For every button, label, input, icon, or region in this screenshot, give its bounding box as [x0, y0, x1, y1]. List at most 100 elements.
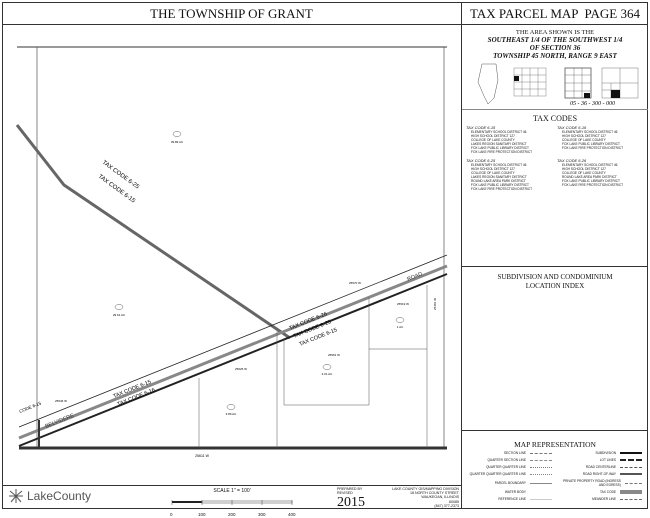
tax-district: HIGH SCHOOL DISTRICT 127 — [562, 134, 606, 138]
legend-label: ROAD CENTERLINE — [585, 465, 616, 469]
legend-label: ROAD RIGHT-OF-WAY — [582, 472, 616, 476]
legend-item: SECTION LINE — [468, 451, 552, 455]
address-label: 25546 W — [55, 399, 67, 403]
legend-label: PRIVATE PROPERTY ROAD (INGRESS AND EGRES… — [562, 479, 621, 487]
legend-label: WATER BODY — [504, 490, 526, 494]
legend-line-sample — [620, 473, 642, 475]
legend-line-sample — [624, 482, 642, 484]
tax-code-name: TAX CODE 6-25 — [466, 158, 496, 163]
locator-panel: THE AREA SHOWN IS THE SOUTHEAST 1/4 OF T… — [462, 25, 648, 110]
legend-title: MAP REPRESENTATION — [514, 440, 596, 449]
legend-line-sample — [620, 466, 642, 468]
legend-line-sample — [530, 482, 552, 484]
tax-district: COLLEGE OF LAKE COUNTY — [562, 138, 606, 142]
scale-tick: 200 — [228, 512, 236, 517]
page-frame — [2, 2, 648, 509]
tax-district: COLLEGE OF LAKE COUNTY — [562, 171, 606, 175]
legend-label: QUARTER SECTION LINE — [487, 458, 526, 462]
road-name: ROAD — [407, 271, 424, 283]
township-title: THE TOWNSHIP OF GRANT — [2, 2, 462, 25]
tax-district: ELEMENTARY SCHOOL DISTRICT 46 — [471, 130, 527, 134]
tax-district: COLLEGE OF LAKE COUNTY — [471, 171, 515, 175]
tax-code-name: TAX CODE 6-26 — [557, 158, 587, 163]
legend-line-sample — [620, 452, 642, 454]
revised-label: REVISED — [337, 491, 353, 496]
scale-graphic — [171, 500, 293, 505]
parcel-line — [283, 298, 370, 406]
prepared-by-block: PREPARED BY 2015 REVISED LAKE COUNTY GIS… — [337, 487, 459, 509]
pin-marker — [172, 131, 182, 137]
tax-district: ELEMENTARY SCHOOL DISTRICT 46 — [562, 130, 618, 134]
tax-code-label: TAX CODE 6-25 — [101, 160, 141, 191]
address-line: LAKE COUNTY GIS/MAPPING DIVISION — [392, 487, 459, 491]
tax-district: FOX LAKE FIRE PROTECTION DISTRICT — [471, 150, 533, 154]
legend-item: REFERENCE LINE — [468, 497, 552, 501]
legend-item: PARCEL BOUNDARY — [468, 479, 552, 487]
road-name: BELVIDERE — [45, 413, 76, 430]
address-label: 25625 W — [235, 367, 247, 371]
legend-line-sample — [530, 498, 552, 500]
tax-district: COLLEGE OF LAKE COUNTY — [471, 138, 515, 142]
map-title-bar: TAX PARCEL MAP PAGE 364 — [462, 2, 648, 25]
scale-label: SCALE 1" = 100' — [213, 488, 251, 494]
legend-item: TAX CODE — [558, 490, 642, 494]
legend-label: PARCEL BOUNDARY — [494, 481, 526, 485]
legend-label: QUARTER QUARTER LINE — [486, 465, 526, 469]
legend-label: MEANDER LINE — [592, 497, 616, 501]
revision-year: 2015 — [337, 494, 365, 510]
logo-icon — [9, 489, 23, 503]
legend-line-sample — [530, 459, 552, 461]
legend-label: LOT LINES — [599, 458, 616, 462]
tax-district: HIGH SCHOOL DISTRICT 127 — [471, 134, 515, 138]
area-township: TOWNSHIP 45 NORTH, RANGE 9 EAST — [493, 52, 617, 60]
acreage-label: 3.86 AC — [226, 412, 238, 416]
legend-label: SECTION LINE — [503, 451, 526, 455]
tax-code-boundary — [15, 124, 291, 340]
acreage-label: 1 AC — [397, 325, 404, 329]
parcel-map[interactable]: 39.89 AC 29.61 AC 4.01 AC 3.86 AC 1 AC T… — [2, 25, 462, 485]
legend-line-sample — [620, 498, 642, 500]
pin-number: 05 - 36 - 300 - 000 — [570, 101, 615, 107]
pin-marker — [322, 364, 332, 370]
township-grid — [513, 67, 547, 97]
legend-line-sample — [620, 459, 642, 461]
address-label: 25481 W — [433, 298, 437, 310]
subdivision-subtitle: LOCATION INDEX — [525, 282, 585, 290]
address-line: 18 NORTH COUNTY STREET — [410, 491, 459, 496]
tax-district: FOX LAKE PUBLIC LIBRARY DISTRICT — [562, 142, 620, 146]
address-label: 25570 W — [349, 281, 361, 285]
address-line: 60085 — [449, 499, 459, 504]
acreage-label: 29.61 AC — [113, 313, 126, 317]
legend-item: QUARTER SECTION LINE — [468, 458, 552, 462]
subdivision-title: SUBDIVISION AND CONDOMINIUM — [497, 273, 613, 281]
address-line: (847) 377-2373 — [434, 503, 459, 508]
area-section: OF SECTION 36 — [529, 44, 581, 52]
legend-line-sample — [620, 490, 642, 494]
tax-district: ELEMENTARY SCHOOL DISTRICT 46 — [471, 163, 527, 167]
legend-item: ROAD CENTERLINE — [558, 465, 642, 469]
tax-code-name: TAX CODE 6-15 — [466, 125, 496, 130]
pin-marker — [226, 404, 236, 410]
tax-district: ROUND LAKE AREA PARK DISTRICT — [562, 175, 617, 179]
legend-line-sample — [530, 466, 552, 468]
legend-item: WATER BODY — [468, 490, 552, 494]
area-quarter: SOUTHEAST 1/4 OF THE SOUTHWEST 1/4 — [487, 36, 623, 44]
area-intro: THE AREA SHOWN IS THE — [515, 29, 595, 36]
legend-label: REFERENCE LINE — [498, 497, 526, 501]
road-centerline — [18, 264, 448, 440]
illinois-map — [477, 63, 499, 105]
scale-tick: 100 — [198, 512, 206, 517]
tax-district: FOX LAKE PUBLIC LIBRARY DISTRICT — [471, 146, 529, 150]
tax-district: LAKES REGION SANITARY DISTRICT — [471, 175, 527, 179]
lake-county-logo: LakeCounty — [8, 489, 91, 503]
scale-tick: 400 — [288, 512, 296, 517]
tax-district: FOX LAKE PUBLIC LIBRARY DISTRICT — [562, 179, 620, 183]
legend-item: QUARTER QUARTER LINE — [468, 465, 552, 469]
tax-code-label: CODE 6-15 — [19, 400, 43, 413]
